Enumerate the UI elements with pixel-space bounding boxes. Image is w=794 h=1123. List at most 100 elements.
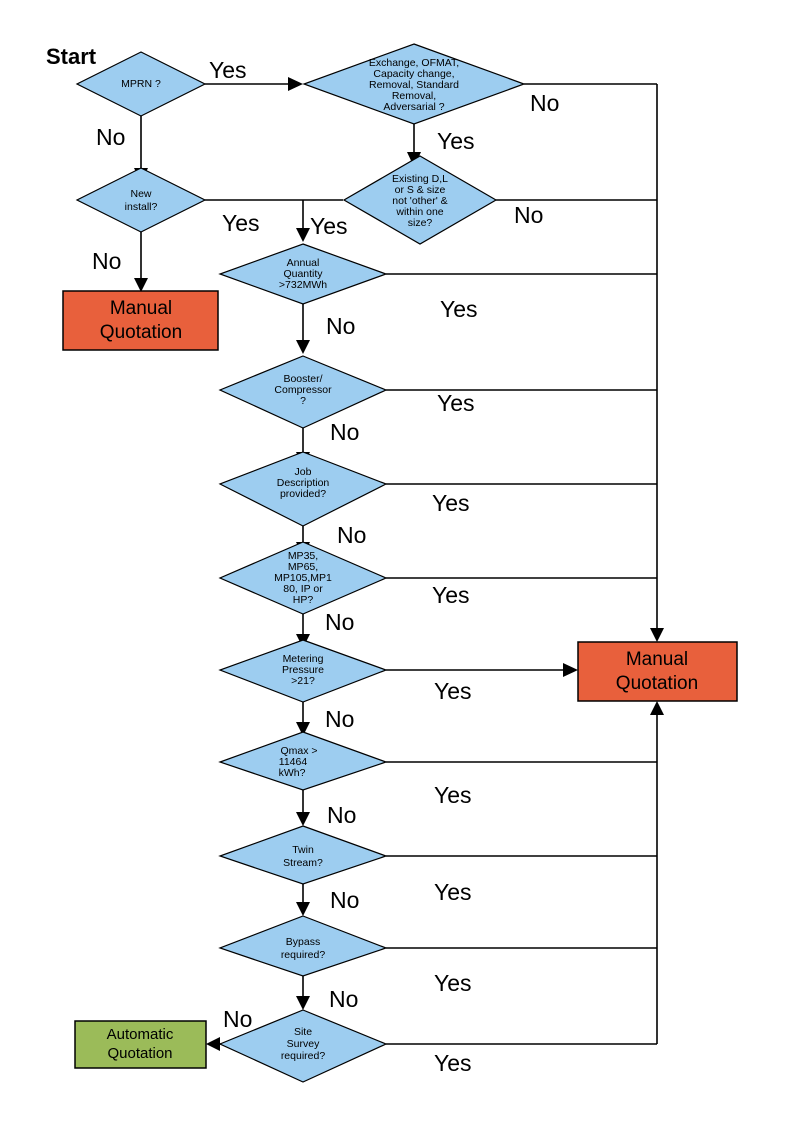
- arrow-right-bus-into-manual-bottom: [650, 701, 664, 715]
- terminal-automatic-quotation-line1: Automatic: [107, 1026, 174, 1043]
- branch-label-annual-yes: Yes: [440, 296, 478, 322]
- arrow-site-no: [206, 1037, 220, 1051]
- decision-twin-stream-shape[interactable]: [218, 825, 388, 885]
- branch-label-new-install-no: No: [92, 248, 121, 274]
- branch-label-booster-yes: Yes: [437, 390, 475, 416]
- decision-meter-type-label-line4: 80, IP or: [283, 583, 323, 595]
- branch-label-pressure-yes: Yes: [434, 678, 472, 704]
- terminal-automatic-quotation[interactable]: Automatic Quotation: [74, 1020, 207, 1069]
- decision-exchange[interactable]: Exchange, OFMAT, Capacity change, Remova…: [302, 43, 526, 125]
- decision-job-description-label-line3: provided?: [280, 488, 326, 500]
- branch-label-exchange-yes: Yes: [437, 128, 475, 154]
- decision-bypass-shape[interactable]: [218, 915, 388, 977]
- terminal-manual-quotation-left-shape[interactable]: [62, 290, 219, 351]
- decision-twin-stream[interactable]: Twin Stream?: [218, 825, 388, 885]
- branch-label-pressure-no: No: [325, 706, 354, 732]
- arrow-bypass-no: [296, 996, 310, 1010]
- decision-twin-stream-label-line1: Twin: [292, 844, 314, 856]
- decision-meter-type-shape[interactable]: [218, 541, 388, 615]
- branch-label-qmax-yes: Yes: [434, 782, 472, 808]
- decision-booster-compressor[interactable]: Booster/ Compressor ?: [218, 355, 388, 429]
- decision-meter-type-label-line2: MP65,: [288, 561, 318, 573]
- decision-meter-type-label-line3: MP105,MP1: [274, 572, 332, 584]
- branch-label-twin-yes: Yes: [434, 879, 472, 905]
- arrow-pressure-no: [296, 722, 310, 736]
- decision-job-description-shape[interactable]: [218, 451, 388, 527]
- decision-mprn[interactable]: MPRN ?: [75, 51, 207, 117]
- decision-qmax[interactable]: Qmax > 11464 kWh?: [218, 731, 388, 791]
- branch-label-existing-no: No: [514, 202, 543, 228]
- branch-label-job-no: No: [337, 522, 366, 548]
- decision-booster-compressor-label-line1: Booster/: [283, 373, 322, 385]
- decision-twin-stream-label-line2: Stream?: [283, 857, 323, 869]
- branch-label-existing-yes: Yes: [310, 213, 348, 239]
- branch-label-site-no: No: [223, 1006, 252, 1032]
- decision-existing-dls-label-line1: Existing D,L: [392, 173, 448, 185]
- start-label: Start: [46, 44, 97, 69]
- decision-existing-dls-shape[interactable]: [342, 155, 498, 245]
- decision-meter-type-label-line5: HP?: [293, 594, 314, 606]
- branch-label-bypass-yes: Yes: [434, 970, 472, 996]
- branch-labels: Yes No No Yes Yes No Yes No Yes No Yes N…: [92, 57, 559, 1076]
- decision-existing-dls[interactable]: Existing D,L or S & size not 'other' & w…: [342, 155, 498, 245]
- decision-existing-dls-label-line3: not 'other' &: [392, 195, 447, 207]
- terminal-manual-quotation-right-line1: Manual: [626, 649, 688, 670]
- decision-job-description-label-line2: Description: [277, 477, 330, 489]
- decision-new-install-label-line2: install?: [125, 201, 158, 213]
- decision-qmax-label-line1: Qmax >: [280, 745, 317, 757]
- branch-label-meter-yes: Yes: [432, 582, 470, 608]
- terminal-manual-quotation-right-shape[interactable]: [577, 641, 738, 702]
- decision-qmax-shape[interactable]: [218, 731, 388, 791]
- decision-meter-type[interactable]: MP35, MP65, MP105,MP1 80, IP or HP?: [218, 541, 388, 615]
- decision-annual-quantity[interactable]: Annual Quantity >732MWh: [218, 243, 388, 305]
- decision-mprn-label: MPRN ?: [121, 78, 161, 90]
- decision-qmax-label-line2: 11464: [279, 756, 308, 768]
- decision-existing-dls-label-line5: size?: [408, 217, 433, 229]
- arrow-right-bus-into-manual-top: [650, 628, 664, 642]
- decision-bypass-label-line1: Bypass: [286, 936, 320, 948]
- terminal-manual-quotation-right-line2: Quotation: [616, 673, 698, 694]
- arrow-qmax-no: [296, 812, 310, 826]
- terminal-manual-quotation-right[interactable]: Manual Quotation: [577, 641, 738, 702]
- decision-bypass-label-line2: required?: [281, 949, 326, 961]
- decision-metering-pressure[interactable]: Metering Pressure >21?: [218, 639, 388, 703]
- branch-label-exchange-no: No: [530, 90, 559, 116]
- terminal-automatic-quotation-line2: Quotation: [107, 1045, 172, 1062]
- branch-label-annual-no: No: [326, 313, 355, 339]
- decision-bypass[interactable]: Bypass required?: [218, 915, 388, 977]
- branch-label-new-install-yes: Yes: [222, 210, 260, 236]
- decision-job-description[interactable]: Job Description provided?: [218, 451, 388, 527]
- decision-existing-dls-label-line4: within one: [395, 206, 443, 218]
- branch-label-meter-no: No: [325, 609, 354, 635]
- branch-label-booster-no: No: [330, 419, 359, 445]
- terminal-manual-quotation-left[interactable]: Manual Quotation: [62, 290, 219, 351]
- decision-exchange-label-line2: Capacity change,: [373, 68, 454, 80]
- arrow-pressure-yes: [563, 663, 578, 677]
- decision-existing-dls-label-line2: or S & size: [395, 184, 446, 196]
- decision-annual-quantity-shape[interactable]: [218, 243, 388, 305]
- decision-annual-quantity-label-line2: Quantity: [283, 268, 323, 280]
- connectors: [134, 77, 664, 1051]
- branch-label-mprn-no: No: [96, 124, 125, 150]
- decision-metering-pressure-shape[interactable]: [218, 639, 388, 703]
- decision-booster-compressor-shape[interactable]: [218, 355, 388, 429]
- decision-annual-quantity-label-line1: Annual: [287, 257, 320, 269]
- decision-site-survey-label-line3: required?: [281, 1050, 326, 1062]
- terminal-automatic-quotation-shape[interactable]: [74, 1020, 207, 1069]
- decision-exchange-shape[interactable]: [302, 43, 526, 125]
- branch-label-qmax-no: No: [327, 802, 356, 828]
- decision-new-install[interactable]: New install?: [75, 167, 207, 233]
- decision-exchange-label-line5: Adversarial ?: [383, 101, 444, 113]
- decision-new-install-label-line1: New: [130, 188, 151, 200]
- decision-mprn-shape[interactable]: [75, 51, 207, 117]
- decision-metering-pressure-label-line1: Metering: [283, 653, 324, 665]
- decision-booster-compressor-label-line2: Compressor: [274, 384, 332, 396]
- branch-label-job-yes: Yes: [432, 490, 470, 516]
- decision-site-survey[interactable]: Site Survey required?: [218, 1009, 388, 1083]
- decision-new-install-shape[interactable]: [75, 167, 207, 233]
- decision-site-survey-shape[interactable]: [218, 1009, 388, 1083]
- branch-label-mprn-yes: Yes: [209, 57, 247, 83]
- decision-exchange-label-line4: Removal,: [392, 90, 436, 102]
- arrow-new-install-no: [134, 278, 148, 292]
